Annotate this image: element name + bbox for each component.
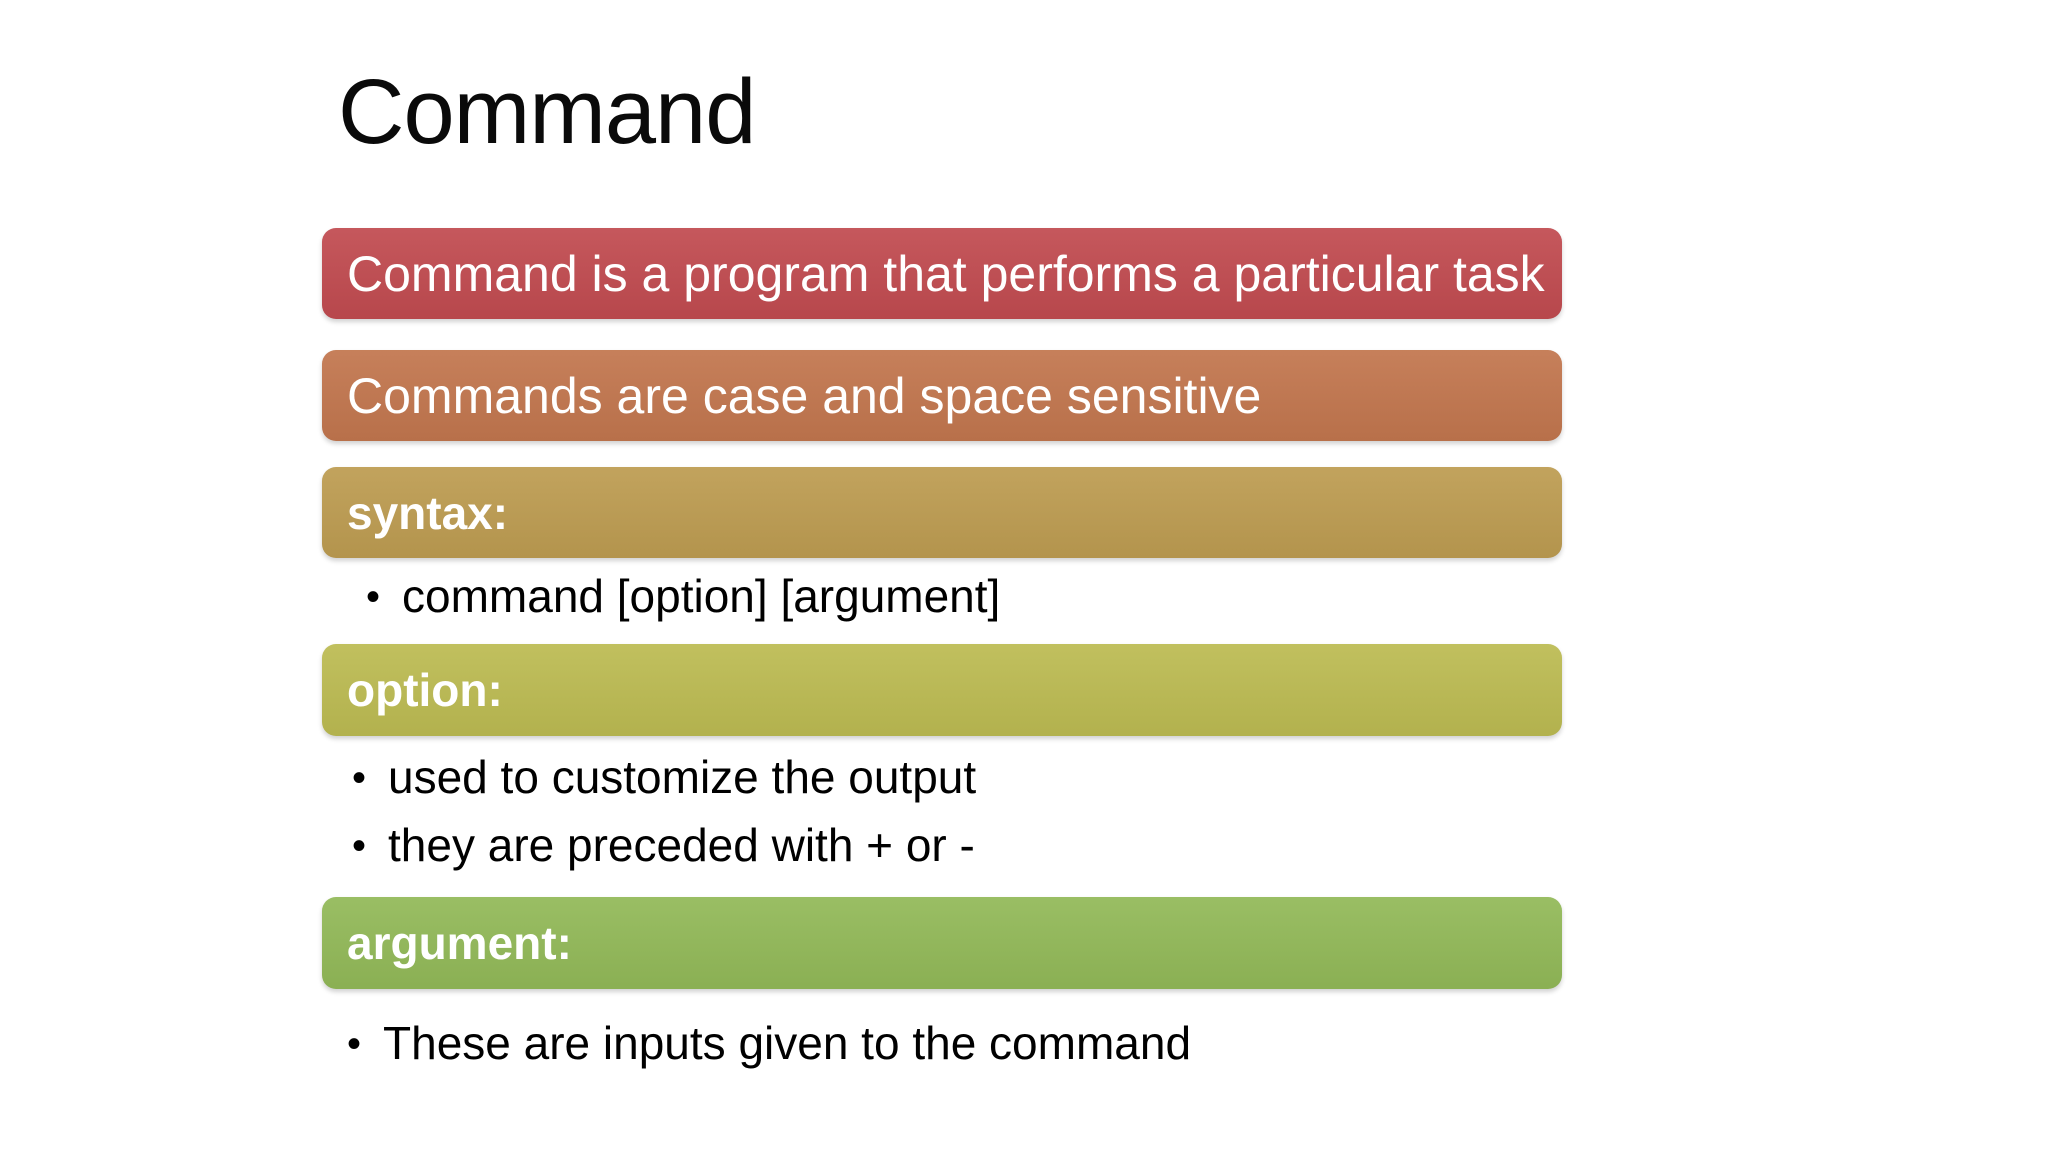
section-bar-label: argument: <box>347 917 572 969</box>
bullet-item-argument-definition: • These are inputs given to the command <box>347 1008 1191 1081</box>
bullet-icon: • <box>352 756 367 800</box>
section-bar-label: option: <box>347 664 503 716</box>
info-bar-command-definition: Command is a program that performs a par… <box>322 228 1562 319</box>
bullet-text: used to customize the output <box>388 751 977 803</box>
bullet-text: they are preceded with + or - <box>388 819 975 871</box>
section-bar-option: option: <box>322 644 1562 736</box>
page-title: Command <box>338 61 756 163</box>
info-bar-case-sensitivity: Commands are case and space sensitive <box>322 350 1562 441</box>
bullet-icon: • <box>352 824 367 868</box>
bullet-text: command [option] [argument] <box>402 570 1001 622</box>
bullet-item-option-prefix: • they are preceded with + or - <box>352 810 975 883</box>
section-bar-argument: argument: <box>322 897 1562 989</box>
section-bar-syntax: syntax: <box>322 467 1562 558</box>
bullet-text: These are inputs given to the command <box>383 1017 1192 1069</box>
info-bar-label: Commands are case and space sensitive <box>347 367 1262 424</box>
bullet-item-option-purpose: • used to customize the output <box>352 742 976 815</box>
bullet-icon: • <box>366 575 381 619</box>
bullet-icon: • <box>347 1022 362 1066</box>
info-bar-label: Command is a program that performs a par… <box>347 245 1545 302</box>
section-bar-label: syntax: <box>347 486 509 539</box>
bullet-item-syntax-usage: • command [option] [argument] <box>366 561 1000 634</box>
